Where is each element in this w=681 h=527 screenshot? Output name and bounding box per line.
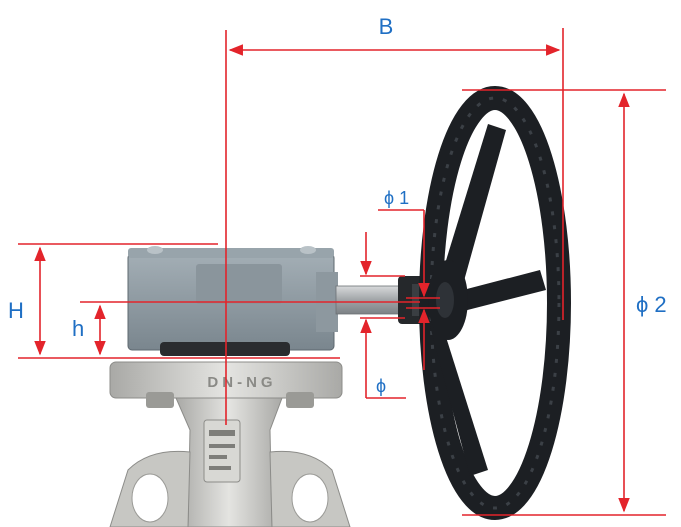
label-phi1: ϕ 1 — [384, 188, 409, 208]
handwheel — [419, 86, 571, 520]
flange-bolt-left — [146, 392, 174, 408]
label-phi: ϕ — [376, 376, 386, 396]
casting-text: DN-NG — [207, 374, 276, 391]
lug-hole-right — [291, 473, 329, 523]
label-b: B — [379, 14, 394, 39]
handwheel-spoke-top — [440, 124, 506, 288]
gearbox-recess — [196, 264, 282, 304]
gearbox — [127, 246, 338, 356]
label-h-lower: h — [72, 316, 84, 341]
dimension-lines — [18, 28, 666, 516]
gearbox-base-plate — [160, 342, 290, 356]
lug-hole-left — [131, 473, 169, 523]
valve-body: DN-NG — [109, 361, 351, 527]
handwheel-spoke-bottom — [430, 318, 488, 476]
label-h-upper: H — [8, 298, 24, 323]
label-phi2: ϕ 2 — [636, 292, 667, 317]
nameplate — [203, 419, 241, 483]
flange-bolt-right — [286, 392, 314, 408]
